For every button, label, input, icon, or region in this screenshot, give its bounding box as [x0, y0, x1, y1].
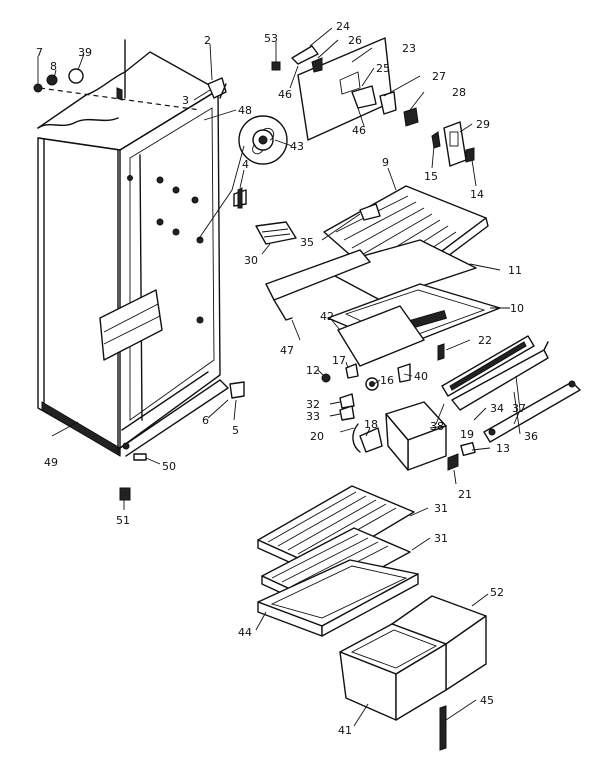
callout-47: 47	[280, 344, 294, 357]
callout-14: 14	[470, 188, 484, 201]
callout-38: 38	[430, 420, 444, 433]
callout-45: 45	[480, 694, 494, 707]
callout-16: 16	[380, 374, 394, 387]
callout-49: 49	[44, 456, 58, 469]
callout-37: 37	[512, 402, 526, 415]
callout-10: 10	[510, 302, 524, 315]
callout-39: 39	[78, 46, 92, 59]
callout-30: 30	[244, 254, 258, 267]
rails	[441, 335, 581, 443]
fan-assembly	[238, 115, 288, 165]
shelf-assembly-upper	[265, 185, 501, 367]
callout-19: 19	[460, 428, 474, 441]
callout-31a: 31	[434, 502, 448, 515]
callout-28: 28	[452, 86, 466, 99]
callout-31b: 31	[434, 532, 448, 545]
callout-24: 24	[336, 20, 350, 33]
callout-12: 12	[306, 364, 320, 377]
callout-8: 8	[50, 60, 57, 73]
callout-41: 41	[338, 724, 352, 737]
evaporator-cover	[271, 37, 419, 141]
crisper-part-45	[439, 705, 447, 751]
callout-33: 33	[306, 410, 320, 423]
callout-35: 35	[300, 236, 314, 249]
callout-21: 21	[458, 488, 472, 501]
clip-parts	[219, 83, 247, 209]
callout-4: 4	[242, 158, 249, 171]
callout-52: 52	[490, 586, 504, 599]
callout-40: 40	[414, 370, 428, 383]
callout-44: 44	[238, 626, 252, 639]
callout-32: 32	[306, 398, 320, 411]
callout-51: 51	[116, 514, 130, 527]
callout-48: 48	[238, 104, 252, 117]
callout-46b: 46	[352, 124, 366, 137]
cabinet-fasteners	[33, 68, 147, 501]
callout-17: 17	[332, 354, 346, 367]
callout-42: 42	[320, 310, 334, 323]
callout-29: 29	[476, 118, 490, 131]
callout-7: 7	[36, 46, 43, 59]
callout-22: 22	[478, 334, 492, 347]
control-parts	[431, 121, 475, 167]
callout-34: 34	[490, 402, 504, 415]
callout-15: 15	[424, 170, 438, 183]
callout-53: 53	[264, 32, 278, 45]
callout-23: 23	[402, 42, 416, 55]
crisper-drawer-left	[339, 623, 447, 721]
callout-13: 13	[496, 442, 510, 455]
callout-9: 9	[382, 156, 389, 169]
callout-11: 11	[508, 264, 522, 277]
callout-27: 27	[432, 70, 446, 83]
callout-labels: 2 3 4 5 6 7 8 9 10 11 12 13 14 15 16 17 …	[36, 20, 538, 737]
small-parts-middle	[321, 363, 476, 471]
callout-50: 50	[162, 460, 176, 473]
callout-2: 2	[204, 34, 211, 47]
crisper-cover	[257, 559, 419, 637]
callout-6: 6	[202, 414, 209, 427]
switch-part	[255, 221, 297, 245]
callout-26: 26	[348, 34, 362, 47]
callout-3: 3	[182, 94, 189, 107]
callout-5: 5	[232, 424, 239, 437]
callout-46a: 46	[278, 88, 292, 101]
cabinet-shell	[37, 39, 245, 457]
callout-25: 25	[376, 62, 390, 75]
callout-43: 43	[290, 140, 304, 153]
callout-36: 36	[524, 430, 538, 443]
leader-lines	[37, 27, 521, 727]
callout-20: 20	[310, 430, 324, 443]
callout-18: 18	[364, 418, 378, 431]
